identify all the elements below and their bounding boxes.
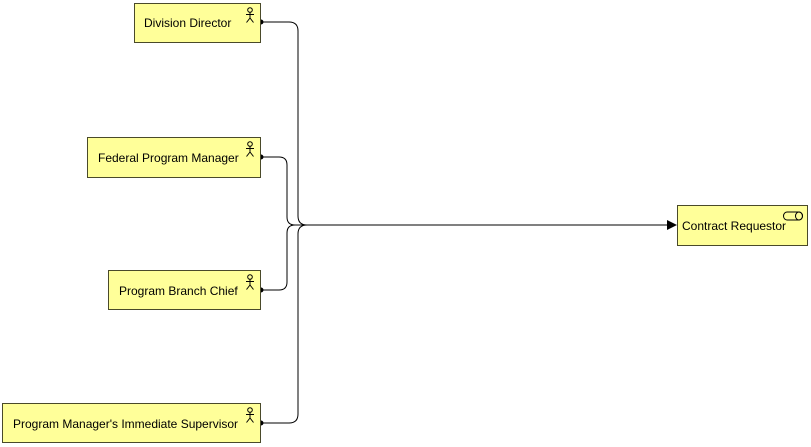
node-label: Division Director bbox=[144, 16, 232, 30]
node-program-branch-chief[interactable]: Program Branch Chief bbox=[108, 270, 261, 310]
actor-stick-figure-icon bbox=[246, 7, 254, 23]
edge-pbc-contract[interactable] bbox=[261, 224, 668, 291]
node-label: Program Branch Chief bbox=[119, 284, 238, 298]
actor-stick-figure-icon bbox=[246, 407, 254, 423]
edge-director-contract[interactable] bbox=[261, 21, 668, 226]
node-label: Federal Program Manager bbox=[98, 151, 239, 165]
actor-stick-figure-icon bbox=[246, 274, 254, 290]
node-contract-requestor[interactable]: Contract Requestor bbox=[677, 205, 808, 246]
arrowhead bbox=[667, 220, 677, 230]
node-program-managers-immediate-supervisor[interactable]: Program Manager's Immediate Supervisor bbox=[2, 403, 261, 443]
node-label: Contract Requestor bbox=[682, 219, 787, 233]
node-division-director[interactable]: Division Director bbox=[134, 3, 261, 43]
role-cylinder-icon bbox=[783, 211, 803, 221]
edge-fpm-contract[interactable] bbox=[261, 156, 668, 226]
node-label: Program Manager's Immediate Supervisor bbox=[13, 417, 239, 431]
edge-pmis-contract[interactable] bbox=[261, 224, 668, 424]
node-federal-program-manager[interactable]: Federal Program Manager bbox=[87, 137, 261, 178]
actor-stick-figure-icon bbox=[246, 141, 254, 157]
